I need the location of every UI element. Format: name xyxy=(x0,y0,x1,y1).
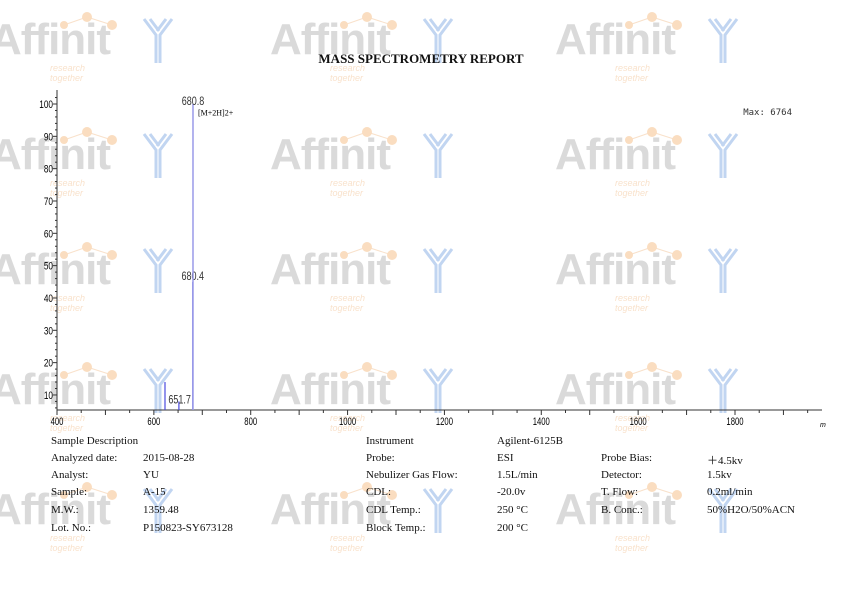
watermark-tagline: research together xyxy=(615,533,651,553)
peak-label: 651.7 xyxy=(168,393,191,407)
instrument-value: 1.5kv xyxy=(707,469,732,481)
y-tick-label: 100 xyxy=(39,99,53,111)
instrument-value: 0.2ml/min xyxy=(707,486,753,498)
sample-value: YU xyxy=(143,469,159,481)
x-axis-end-label: m xyxy=(820,422,826,429)
sample-value: A-15 xyxy=(143,486,166,498)
x-tick-label: 1400 xyxy=(533,416,550,429)
x-tick-label: 800 xyxy=(244,416,257,429)
instrument-value: 200 °C xyxy=(497,522,528,534)
instrument-label: Nebulizer Gas Flow: xyxy=(366,469,458,481)
sample-heading: Sample Description xyxy=(51,435,139,447)
sample-label: Sample: xyxy=(51,486,88,498)
instrument-value: ESI xyxy=(497,452,514,464)
x-tick-label: 1800 xyxy=(726,416,743,429)
watermark-tagline: research together xyxy=(330,533,366,553)
report-title: MASS SPECTROMETRY REPORT xyxy=(318,51,524,66)
y-tick-label: 60 xyxy=(44,228,54,240)
x-tick-label: 600 xyxy=(147,416,160,429)
watermark-tagline: research together xyxy=(50,533,86,553)
instrument-label: Probe: xyxy=(366,452,395,464)
instrument-value: 250 °C xyxy=(497,504,528,516)
y-tick-label: 20 xyxy=(44,358,54,370)
instrument-label: CDL: xyxy=(366,486,392,498)
y-tick-label: 80 xyxy=(44,164,54,176)
peak-label: 680.8 xyxy=(182,95,205,109)
y-tick-label: 40 xyxy=(44,293,54,305)
x-tick-label: 1600 xyxy=(630,416,647,429)
instrument-label: Block Temp.: xyxy=(366,522,426,534)
x-tick-label: 400 xyxy=(51,416,64,429)
instrument-label: Probe Bias: xyxy=(601,452,653,464)
instrument-label: CDL Temp.: xyxy=(366,504,421,516)
mass-spectrum-chart: 10 20 30 40 50 60 70 80 90 100 400 600 800 1000 1200 14… xyxy=(39,90,826,429)
instrument-heading: Instrument xyxy=(366,435,414,447)
max-intensity-label: Max: 6764 xyxy=(743,108,792,118)
y-tick-label: 70 xyxy=(44,196,54,208)
sample-label: Lot. No.: xyxy=(51,522,92,534)
y-tick-label: 50 xyxy=(44,261,54,273)
ion-annotation: [M+2H]2+ xyxy=(198,109,234,118)
instrument-value: 50%H2O/50%ACN xyxy=(707,504,795,516)
instrument-label: Detector: xyxy=(601,469,642,481)
instrument-model: Agilent-6125B xyxy=(497,435,563,447)
instrument-label: B. Conc.: xyxy=(601,504,643,516)
y-tick-label: 30 xyxy=(44,325,54,337)
instrument-label: T. Flow: xyxy=(601,486,639,498)
sample-label: Analyst: xyxy=(51,469,89,481)
sample-value: P150823-SY673128 xyxy=(143,522,233,534)
x-tick-label: 1200 xyxy=(436,416,453,429)
sample-label: M.W.: xyxy=(51,504,79,516)
y-tick-label: 10 xyxy=(44,390,54,402)
sample-label: Analyzed date: xyxy=(51,452,118,464)
instrument-value: -20.0v xyxy=(497,486,526,498)
instrument-value: ＋4.5kv xyxy=(707,455,743,467)
y-tick-label: 90 xyxy=(44,131,54,143)
sample-value: 1359.48 xyxy=(143,504,179,516)
instrument-value: 1.5L/min xyxy=(497,469,538,481)
sample-value: 2015-08-28 xyxy=(143,452,195,464)
x-tick-label: 1000 xyxy=(339,416,356,429)
